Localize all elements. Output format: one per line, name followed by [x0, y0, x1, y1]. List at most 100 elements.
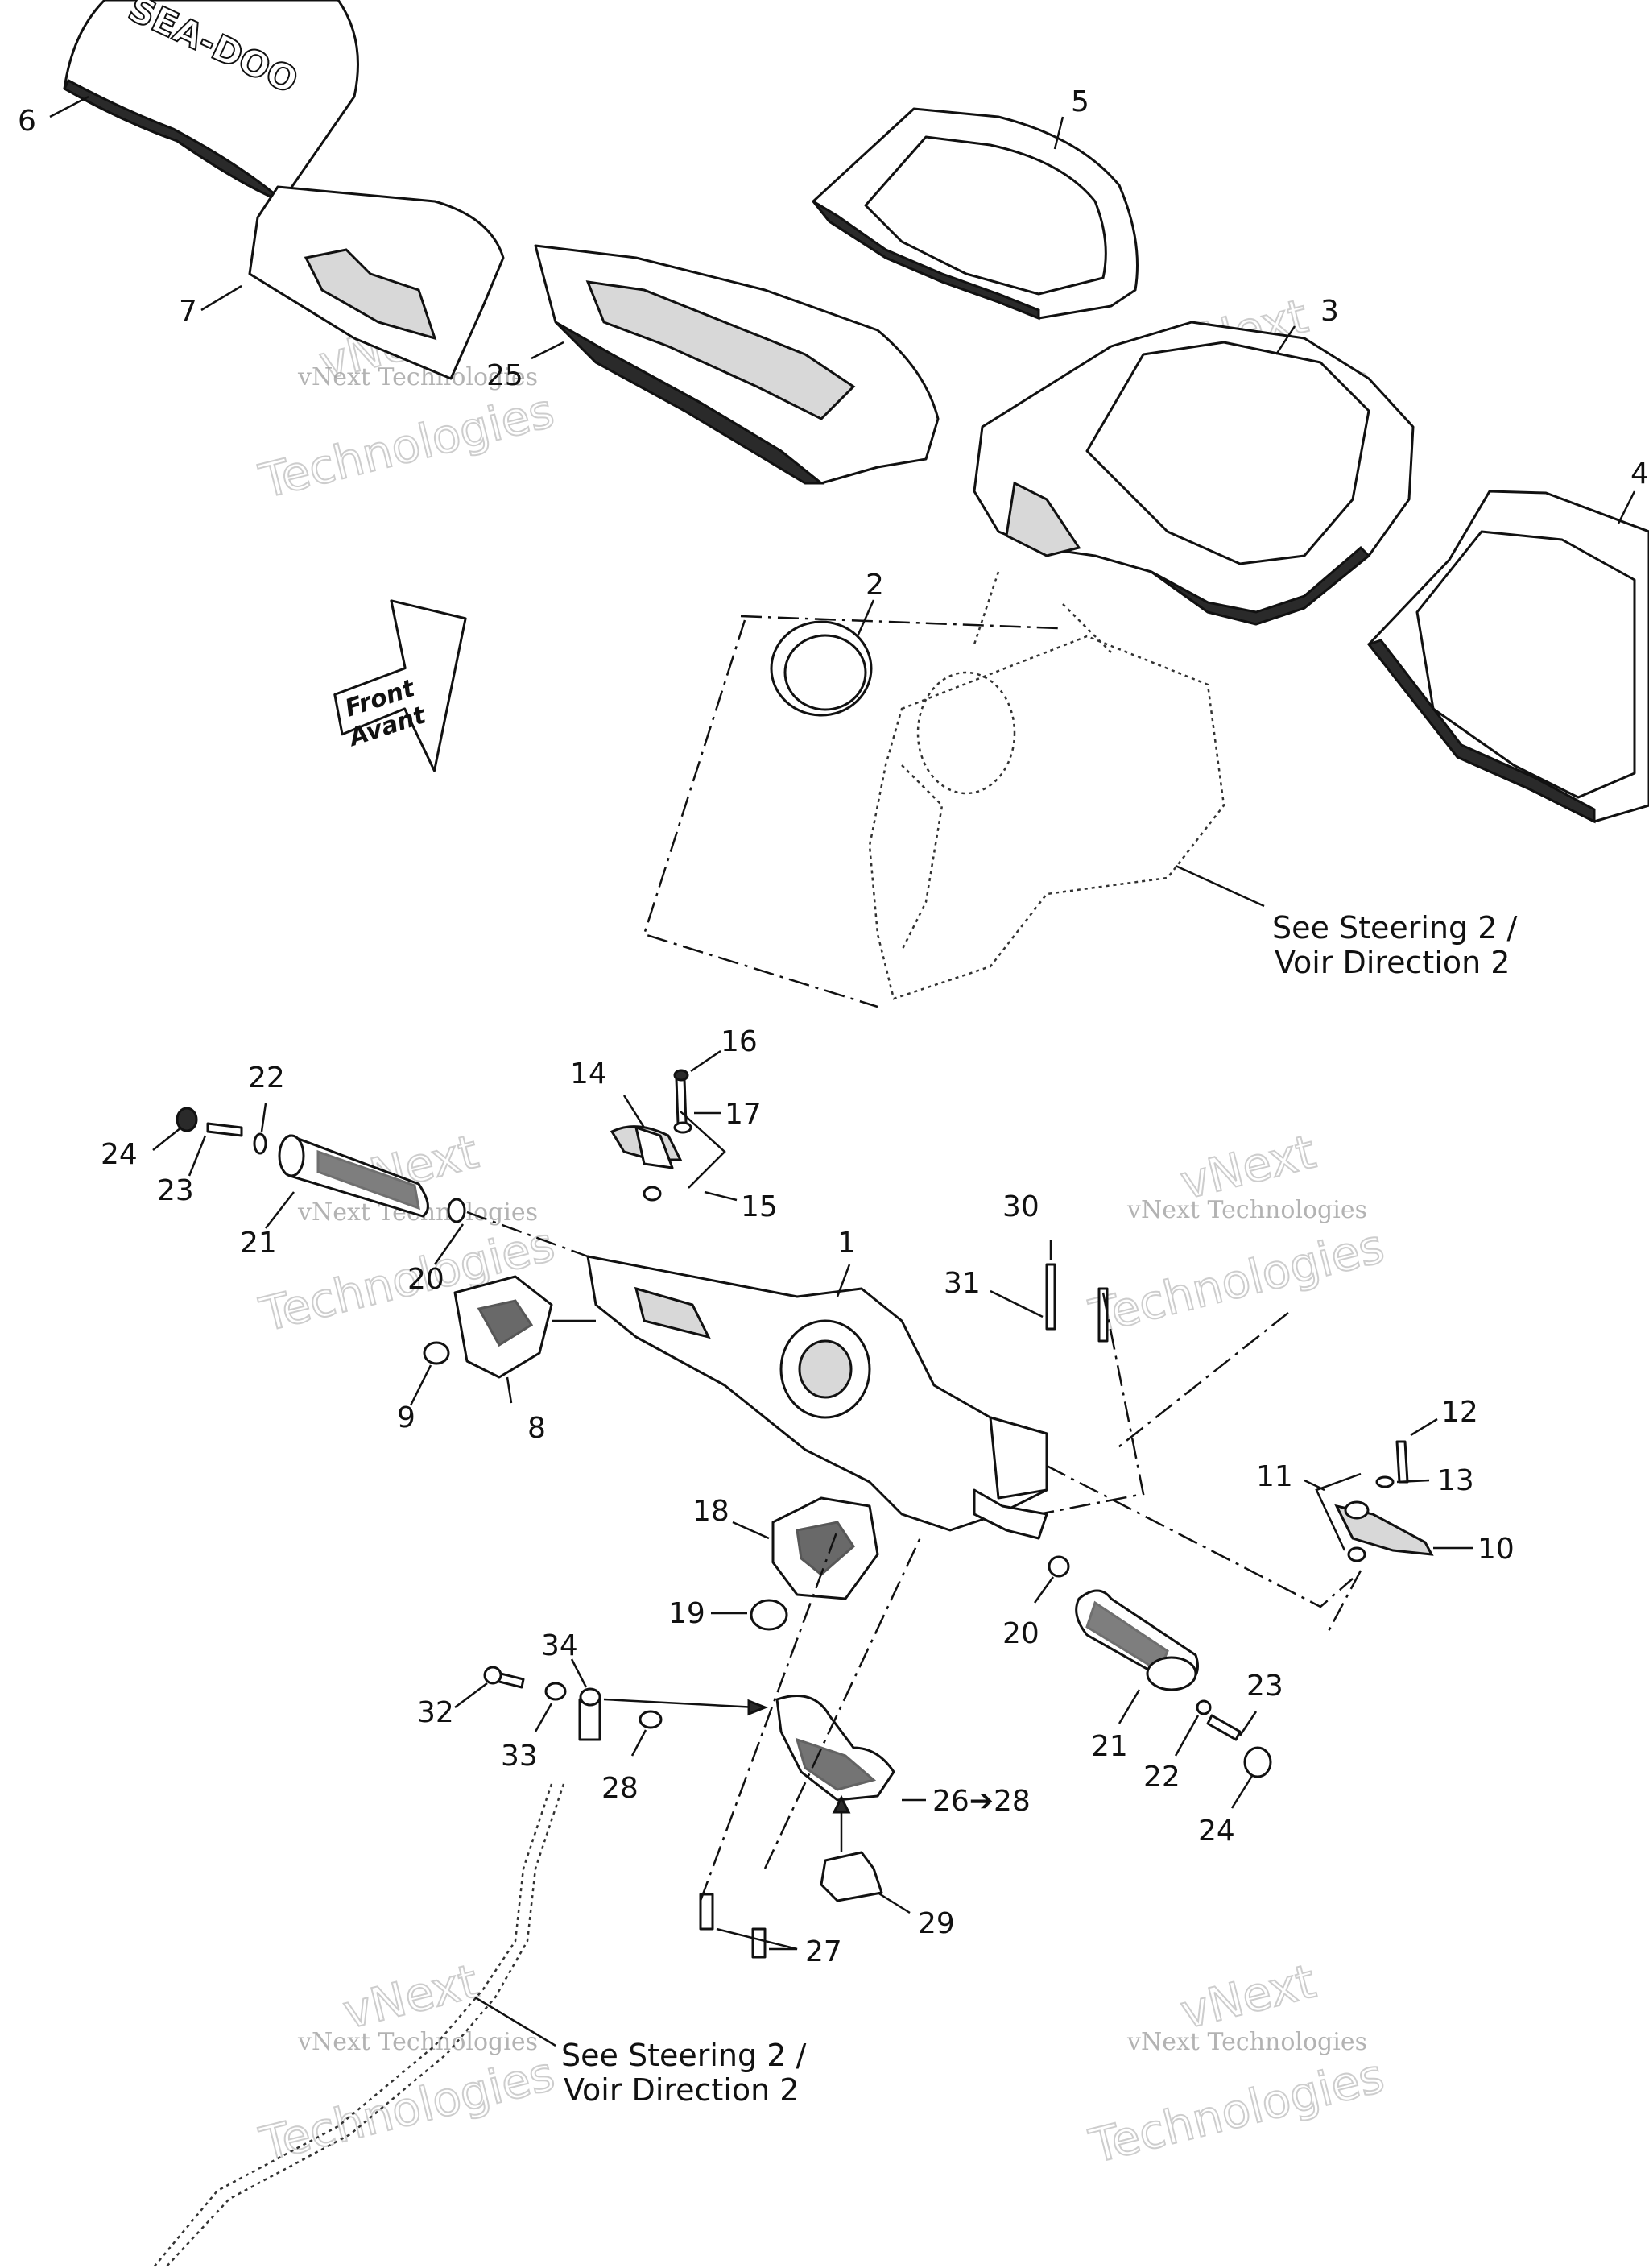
leader-24b [1230, 1775, 1254, 1809]
callout-19: 19 [668, 1597, 705, 1630]
callout-17: 17 [725, 1098, 762, 1131]
leader-6 [49, 95, 89, 118]
leader-27 [716, 1927, 798, 1951]
callout-15: 15 [741, 1190, 778, 1223]
part-13-lever-washer [1375, 1475, 1395, 1488]
watermark-vnext-technologies: vNext Technologies [297, 2028, 538, 2056]
callout-24-left: 24 [101, 1138, 138, 1171]
callout-18: 18 [692, 1495, 729, 1528]
watermark-bottom-left: vNext vNext Technologies Technologies [254, 1952, 560, 2172]
leader-20b [1033, 1576, 1055, 1604]
leader-14 [622, 1095, 646, 1128]
leader-9 [409, 1364, 432, 1406]
callout-30: 30 [1002, 1190, 1039, 1223]
callout-10: 10 [1477, 1533, 1515, 1566]
part-25-console-frame [534, 244, 940, 485]
part-27-clamp-bolts [699, 1893, 767, 1959]
leader-28 [630, 1729, 647, 1757]
part-20-right-spacer [1048, 1555, 1070, 1578]
part-9-left-grommet [423, 1341, 450, 1365]
reference-note-lower: See Steering 2 / Voir Direction 2 [561, 2038, 806, 2108]
callout-27: 27 [805, 1935, 842, 1968]
callout-33: 33 [501, 1740, 538, 1773]
leader-4 [1617, 490, 1636, 524]
callout-6: 6 [18, 105, 36, 138]
part-30-pinch-bolts [1045, 1263, 1109, 1343]
part-lever-spacer-right [1347, 1546, 1366, 1562]
part-20-left-spacer [447, 1198, 466, 1223]
phantom-boundary-lower [1038, 1292, 1289, 1516]
leader-3 [1275, 325, 1296, 355]
callout-31: 31 [944, 1267, 981, 1300]
leader-21b [1118, 1689, 1141, 1724]
leader-axis-right [1046, 1464, 1362, 1632]
callout-28: 28 [601, 1772, 639, 1805]
leader-22a [260, 1103, 267, 1132]
leader-24a [152, 1127, 182, 1151]
part-2-retaining-ring [770, 620, 873, 717]
left-grip-hardware [176, 1107, 466, 1223]
part-7-inner-cover [248, 185, 505, 380]
leader-13 [1396, 1479, 1430, 1484]
part-1-handlebar [586, 1255, 1048, 1532]
watermark-vnext: vNext [1175, 1953, 1320, 2039]
leader-16 [690, 1049, 721, 1073]
callout-11: 11 [1256, 1460, 1293, 1493]
part-4-display-housing [1366, 490, 1649, 824]
watermark-vnext-technologies: vNext Technologies [1126, 1196, 1367, 1224]
reference-upper-line1: See Steering 2 / [1272, 910, 1517, 946]
reference-note-upper: See Steering 2 / Voir Direction 2 [1272, 910, 1517, 980]
part-23-left-bolt [206, 1122, 243, 1137]
leader-1 [836, 1264, 851, 1297]
leader-18 [732, 1521, 770, 1540]
watermark-technologies: Technologies [1084, 1219, 1389, 1344]
reference-lower-line2: Voir Direction 2 [564, 2072, 799, 2108]
leader-25 [531, 341, 564, 360]
clamp-axis [699, 1529, 924, 1902]
callout-2: 2 [866, 569, 884, 602]
leader-upper-reference [1175, 864, 1265, 908]
callout-23-left: 23 [157, 1174, 194, 1207]
part-8-left-switch-housing [453, 1275, 596, 1379]
steering-column-phantom [868, 571, 1225, 1000]
watermark-technologies: Technologies [254, 383, 560, 509]
watermark-vnext: vNext [337, 1953, 483, 2039]
callout-22-left: 22 [248, 1062, 285, 1095]
callout-labels: 6 7 25 5 3 4 2 16 14 17 15 22 24 23 21 2… [18, 85, 1649, 1968]
part-5-gauge-bezel [812, 107, 1139, 321]
callout-7: 7 [179, 295, 197, 328]
callout-22-right: 22 [1143, 1761, 1180, 1794]
leader-31 [990, 1289, 1044, 1318]
callout-25: 25 [486, 359, 523, 392]
part-24-right-end-cap [1243, 1746, 1272, 1778]
cable-assembly-arrow [603, 1698, 758, 1709]
leader-5 [1053, 116, 1064, 150]
callout-13: 13 [1437, 1464, 1474, 1497]
part-6-logo-cover: SEA-DOO [63, 0, 359, 203]
part-19-right-grommet [750, 1599, 788, 1631]
leader-22b [1174, 1715, 1200, 1757]
part-26-handlebar-clamp [775, 1695, 895, 1802]
part-22-right-washer [1196, 1699, 1212, 1715]
callout-20-right: 20 [1002, 1617, 1039, 1650]
callout-16: 16 [721, 1025, 758, 1058]
leader-23a [188, 1135, 207, 1177]
leader-8 [506, 1376, 513, 1404]
callout-23-right: 23 [1246, 1670, 1283, 1703]
part-18-right-switch-housing [771, 1496, 879, 1600]
callout-4: 4 [1630, 457, 1649, 490]
callout-5: 5 [1071, 85, 1089, 118]
part-23-right-bolt [1206, 1714, 1242, 1741]
part-17-lever-washer [673, 1121, 692, 1134]
part-12-lever-bolt [1395, 1440, 1409, 1484]
arrow-head [747, 1699, 769, 1716]
leader-20a [433, 1223, 465, 1265]
leader-32 [454, 1682, 488, 1708]
watermark-mid-right: vNext vNext Technologies Technologies [1083, 1123, 1390, 1345]
leader-11 [1304, 1479, 1325, 1492]
watermark-vnext-technologies: vNext Technologies [1126, 2028, 1367, 2056]
watermark-vnext-technologies: vNext Technologies [297, 363, 538, 391]
callout-32: 32 [417, 1696, 454, 1729]
callout-14: 14 [570, 1057, 607, 1091]
